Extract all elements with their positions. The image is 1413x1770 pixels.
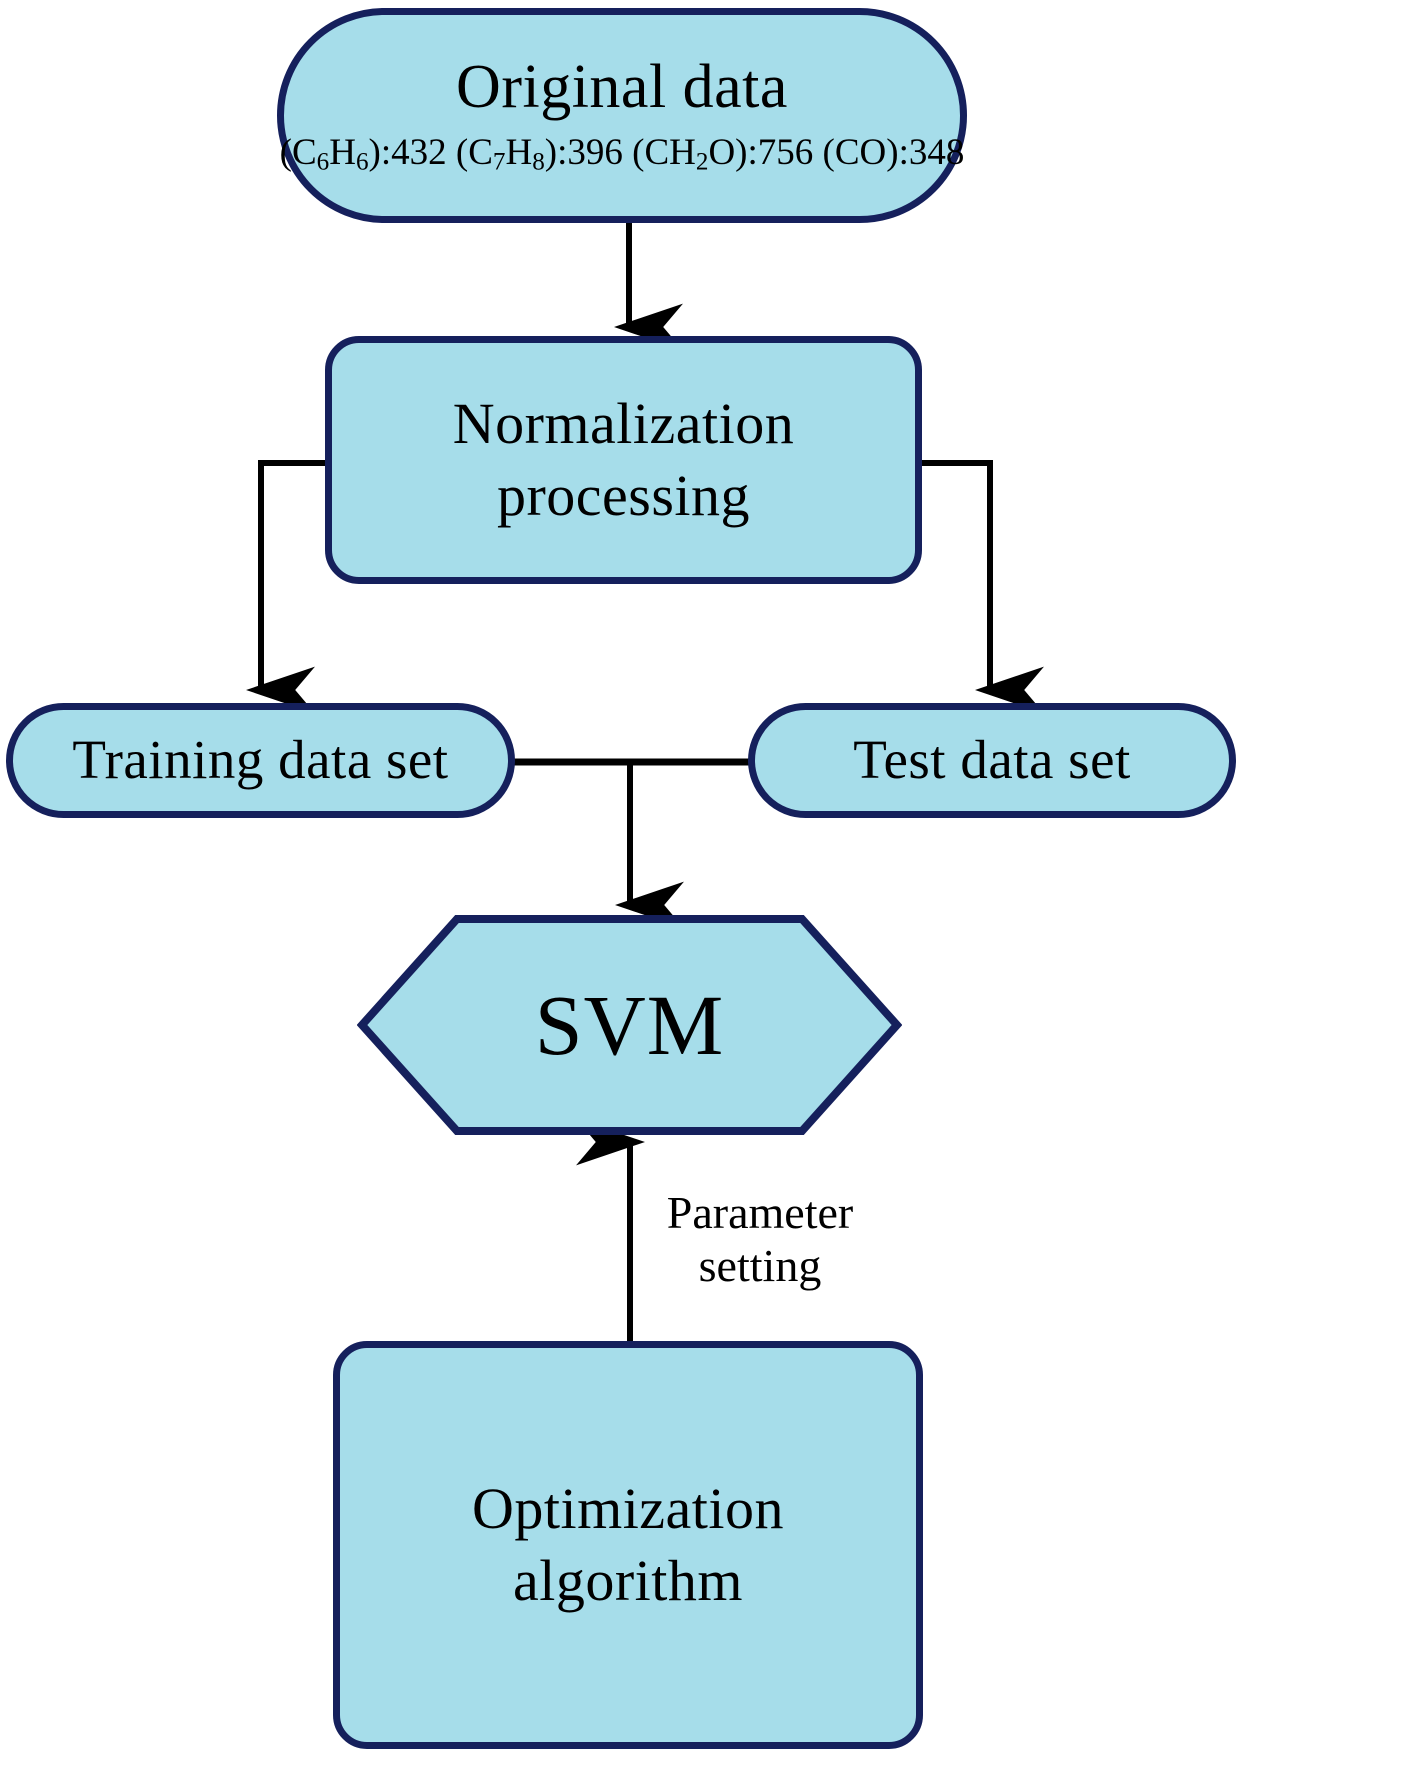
node-optimization-line1: Optimization (471, 1475, 785, 1541)
node-training-data-set[interactable]: Training data set (6, 703, 515, 818)
node-original-data-title: Original data (456, 53, 788, 122)
edge-normalization-to-training (246, 460, 325, 714)
hexagon-shape (357, 915, 902, 1135)
node-normalization-line1: Normalization (452, 390, 795, 456)
node-original-data-measurements: (C6H6):432 (C7H8):396 (CH2O):756 (CO):34… (279, 131, 965, 176)
node-optimization-line2: algorithm (512, 1548, 743, 1613)
node-original-data[interactable]: Original data (C6H6):432 (C7H8):396 (CH2… (277, 8, 967, 223)
node-normalization-processing[interactable]: Normalization processing (325, 336, 922, 584)
node-test-data-set[interactable]: Test data set (748, 703, 1236, 818)
node-normalization-line2: processing (496, 463, 751, 528)
edge-label-parameter-setting-line1: Parameter (666, 1187, 854, 1238)
node-svm-title: SVM (534, 977, 725, 1073)
edge-normalization-to-test (922, 460, 1044, 714)
edge-label-parameter-setting: Parameter setting (640, 1186, 880, 1293)
node-training-data-set-title: Training data set (72, 729, 449, 791)
node-test-data-set-title: Test data set (853, 729, 1131, 791)
node-optimization-algorithm[interactable]: Optimization algorithm (333, 1341, 923, 1749)
edge-label-parameter-setting-line2: setting (698, 1240, 822, 1292)
node-svm[interactable]: SVM (357, 914, 902, 1136)
